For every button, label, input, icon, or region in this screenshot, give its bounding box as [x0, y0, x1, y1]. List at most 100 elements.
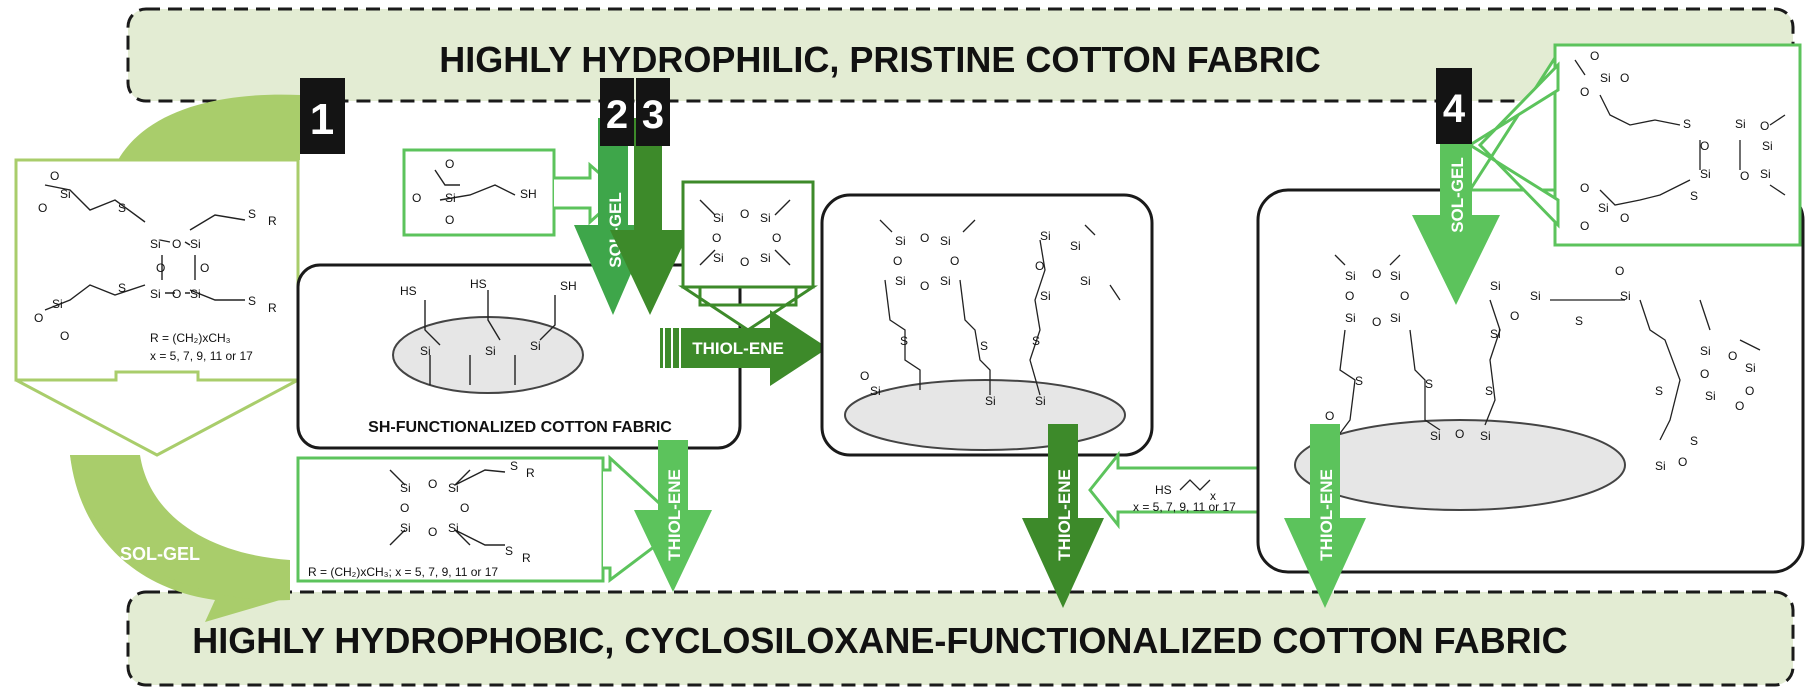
route3-thiolene-down-arrow: [1022, 424, 1104, 608]
chem-si: Si: [445, 191, 456, 205]
chem-s: S: [1690, 189, 1698, 203]
chem-si: Si: [530, 339, 541, 353]
bottom-banner-label: HIGHLY HYDROPHOBIC, CYCLOSILOXANE-FUNCTI…: [192, 620, 1567, 661]
chem-si: Si: [1705, 389, 1716, 403]
chem-si: Si: [1600, 71, 1611, 85]
chem-si: Si: [1655, 459, 1666, 473]
route3-badge: [636, 78, 670, 146]
route1-badge: [300, 78, 345, 154]
chem-o: O: [950, 254, 959, 268]
chem-si: Si: [150, 287, 161, 301]
chem-o: O: [428, 477, 437, 491]
chem-o: O: [50, 169, 59, 183]
chem-si: Si: [1345, 311, 1356, 325]
chem-si: Si: [400, 521, 411, 535]
route1-number: 1: [310, 95, 334, 144]
chem-o: O: [1580, 219, 1589, 233]
chem-s: S: [1355, 374, 1363, 388]
chem-o: O: [1615, 264, 1624, 278]
chem-s: S: [118, 281, 126, 295]
chem-si: Si: [448, 521, 459, 535]
chem-s: S: [1485, 384, 1493, 398]
chem-hs: HS: [400, 284, 417, 298]
route3-thiolene-arrow: [660, 310, 828, 386]
chem-o: O: [400, 501, 409, 515]
chem-o: O: [1400, 289, 1409, 303]
chem-o: O: [1740, 169, 1749, 183]
chem-si: Si: [1070, 239, 1081, 253]
chem-si: Si: [1620, 289, 1631, 303]
chem-sh: SH: [560, 279, 577, 293]
chem-si: Si: [1598, 201, 1609, 215]
chem-o: O: [38, 201, 47, 215]
chem-s: S: [248, 207, 256, 221]
chem-s: S: [1425, 377, 1433, 391]
chem-x: x: [1210, 489, 1216, 503]
route4-thiolene-arrow: [1284, 424, 1366, 608]
chem-o: O: [772, 231, 781, 245]
route2-number: 2: [606, 93, 628, 137]
chem-o: O: [445, 157, 454, 171]
chem-si: Si: [1035, 394, 1046, 408]
chem-si: Si: [940, 234, 951, 248]
chem-si: Si: [1345, 269, 1356, 283]
chem-s: S: [248, 294, 256, 308]
chem-o: O: [1580, 181, 1589, 195]
sh-fabric-label: SH-FUNCTIONALIZED COTTON FABRIC: [368, 419, 672, 436]
chem-si: Si: [1390, 311, 1401, 325]
route3-thiolene-down-label: THIOL-ENE: [1055, 469, 1074, 561]
chem-hs: HS: [470, 277, 487, 291]
route4-badge: [1436, 68, 1472, 144]
chem-o: O: [1455, 427, 1464, 441]
chem-s: S: [118, 201, 126, 215]
chem-o: O: [920, 231, 929, 245]
chem-o: O: [1345, 289, 1354, 303]
r-definition: R = (CH₂)xCH₃: [150, 331, 231, 345]
chem-si: Si: [985, 394, 996, 408]
chem-si: Si: [52, 297, 63, 311]
chem-o: O: [1035, 259, 1044, 273]
chem-o: O: [445, 213, 454, 227]
chem-si: Si: [448, 481, 459, 495]
chem-si: Si: [713, 211, 724, 225]
chem-si: Si: [150, 237, 161, 251]
chem-si: Si: [1490, 327, 1501, 341]
chem-o: O: [172, 287, 181, 301]
vinylsiloxane-box: Si O Si O O Si O Si: [678, 180, 818, 332]
chem-r: R: [526, 466, 535, 480]
route4-silane-arrow: O Si O O S Si O O Si Si O Si S O Si O O: [1467, 43, 1802, 247]
chem-si: Si: [895, 274, 906, 288]
chem-si: Si: [870, 384, 881, 398]
route1-top-curved-arrow: [118, 94, 300, 160]
chem-r: R: [268, 301, 277, 315]
chem-si: Si: [190, 237, 201, 251]
chem-r: R: [268, 214, 277, 228]
chem-o: O: [1728, 349, 1737, 363]
chem-s: S: [505, 544, 513, 558]
chem-o: O: [200, 261, 209, 275]
chem-si: Si: [1760, 167, 1771, 181]
chem-o: O: [172, 237, 181, 251]
route4-solgel-arrow: [1412, 138, 1500, 305]
chem-o: O: [1580, 85, 1589, 99]
chem-o: O: [34, 311, 43, 325]
route2-thiolene-label: THIOL-ENE: [665, 469, 684, 561]
chem-s: S: [510, 459, 518, 473]
chem-si: Si: [1700, 344, 1711, 358]
chem-si: Si: [60, 187, 71, 201]
chem-si: Si: [1430, 429, 1441, 443]
route1-silane-box: O Si O S Si O Si O O Si O Si S R S R S S…: [14, 158, 300, 457]
chem-si: Si: [713, 251, 724, 265]
chem-s: S: [1683, 117, 1691, 131]
chem-si: Si: [1040, 289, 1051, 303]
chem-o: O: [1735, 399, 1744, 413]
chem-o: O: [1510, 309, 1519, 323]
chem-s: S: [1655, 384, 1663, 398]
chem-o: O: [1745, 384, 1754, 398]
route1-solgel-label: SOL-GEL: [120, 544, 200, 564]
chem-s: S: [1690, 434, 1698, 448]
chem-si: Si: [1080, 274, 1091, 288]
chem-s: S: [1575, 314, 1583, 328]
route4-thiolene-label: THIOL-ENE: [1317, 469, 1336, 561]
chem-o: O: [1700, 139, 1709, 153]
